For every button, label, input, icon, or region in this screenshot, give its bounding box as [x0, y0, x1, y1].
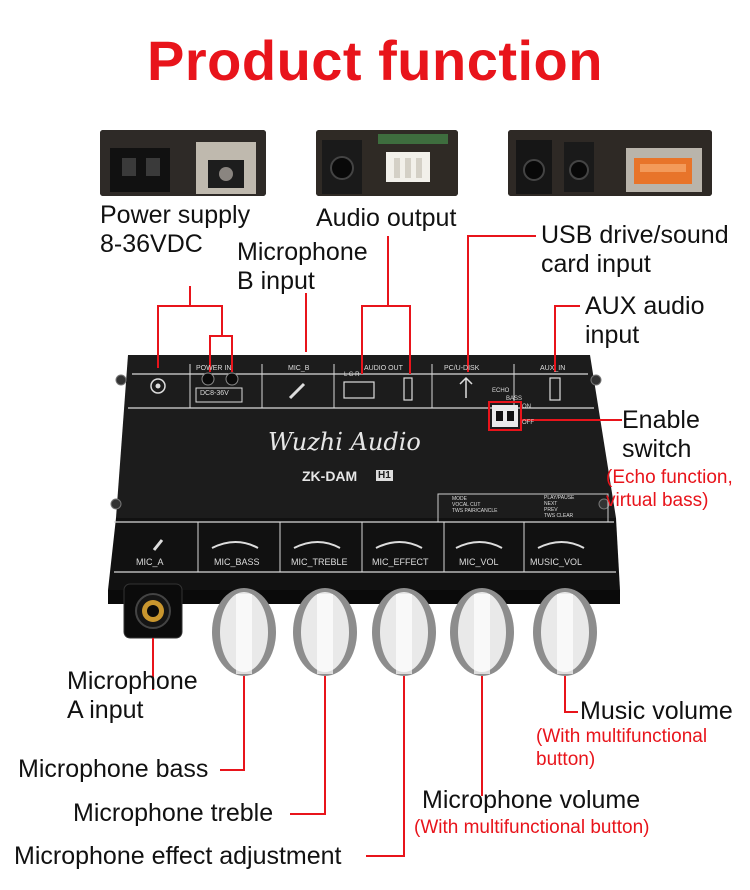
device-top-label-pc-udisk: PC/U-DISK — [444, 365, 480, 372]
device-mic-vol-menu: MODE VOCAL CUT TWS PAIR/CANCLE — [452, 496, 498, 514]
page-title: Product function — [147, 29, 603, 92]
label-mic-volume: Microphone volume — [422, 786, 641, 814]
label-aux-input: AUX audio input — [585, 292, 705, 349]
device-audio-pins: L G R — [344, 372, 360, 378]
device-top-label-power: POWER IN — [196, 365, 232, 372]
note-mic-volume: (With multifunctional button) — [414, 817, 650, 838]
usb-aux-illustration — [508, 130, 712, 196]
knob-mic-vol[interactable] — [450, 588, 514, 676]
label-mic-treble: Microphone treble — [73, 799, 274, 827]
device-switch-echo: ECHO — [492, 388, 510, 394]
device-brand-logo: Wuzhi Audio — [268, 428, 421, 456]
knob-label-music-vol: MUSIC_VOL — [530, 557, 583, 567]
label-power-supply: Power supply 8-36VDC — [100, 201, 251, 258]
label-mic-bass: Microphone bass — [18, 755, 209, 783]
note-enable-switch: (Echo function, virtual bass) — [606, 467, 733, 511]
device-power-rating: DC8-36V — [200, 390, 229, 397]
knob-label-mic-effect: MIC_EFFECT — [372, 557, 429, 567]
device-switch-off: OFF — [522, 420, 534, 426]
power-jack-illustration — [100, 130, 266, 196]
knob-label-mic-bass: MIC_BASS — [214, 557, 260, 567]
photo-usb-aux — [508, 130, 712, 196]
note-music-volume: (With multifunctional button) — [536, 726, 708, 770]
device-switch-bass: BASS — [506, 396, 523, 402]
audio-output-illustration — [316, 130, 458, 196]
label-mic-a-input: Microphone A input — [67, 667, 198, 724]
photo-audio-output — [316, 130, 458, 196]
knob-music-vol[interactable] — [533, 588, 597, 676]
label-enable-switch: Enable switch — [622, 406, 700, 463]
label-mic-b-input: Microphone B input — [237, 238, 368, 295]
device-top-label-aux: AUX_IN — [540, 365, 566, 372]
label-mic-effect: Microphone effect adjustment — [14, 842, 342, 870]
knob-label-mic-vol: MIC_VOL — [459, 557, 499, 567]
label-usb-input: USB drive/sound card input — [541, 221, 729, 278]
device-top-label-audio-out: AUDIO OUT — [364, 365, 403, 372]
device-model: ZK-DAM — [302, 468, 358, 484]
device-switch-on: ON — [522, 404, 531, 410]
label-audio-output: Audio output — [316, 204, 457, 232]
photo-power-jack — [100, 130, 266, 196]
device-model-badge: H1 — [376, 470, 393, 481]
device-top-label-mic-b: MIC_B — [288, 365, 310, 372]
device-music-vol-menu: PLAY/PAUSE NEXT PREV TWS CLEAR — [544, 495, 575, 519]
knob-mic-effect[interactable] — [372, 588, 436, 676]
callout-lines — [152, 235, 622, 857]
knob-mic-treble[interactable] — [293, 588, 357, 676]
knob-label-mic-treble: MIC_TREBLE — [291, 557, 348, 567]
knob-mic-bass[interactable] — [212, 588, 276, 676]
knob-label-mic-a: MIC_A — [136, 557, 164, 567]
label-music-volume: Music volume — [580, 697, 733, 725]
